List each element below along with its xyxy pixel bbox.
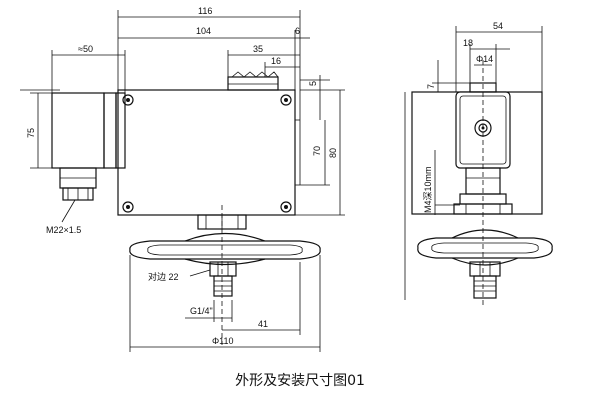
dimension-labels: 116 104 6 ≈50 35 16 5 70 80 75 M22×1.5 对… [26, 6, 503, 346]
dim-70: 70 [312, 146, 322, 156]
dim-m4: M4深10mm [423, 166, 433, 213]
dim-5: 5 [308, 81, 318, 86]
right-stem [469, 261, 501, 299]
dim-hex22: 对边 22 [148, 271, 179, 282]
main-housing [117, 71, 301, 216]
dimension-lines [30, 10, 543, 352]
dim-7: 7 [426, 84, 436, 89]
dim-110: Φ110 [212, 336, 234, 346]
dim-104: 104 [196, 26, 211, 36]
main-diaphragm [129, 232, 321, 266]
dim-phi14: Φ14 [476, 54, 493, 64]
dim-16: 16 [271, 56, 281, 66]
dim-54: 54 [493, 21, 503, 31]
dim-m22: M22×1.5 [46, 225, 81, 235]
dim-18: 18 [463, 38, 473, 48]
center-lines [20, 60, 484, 345]
dim-50: ≈50 [78, 44, 93, 54]
dim-116: 116 [198, 6, 212, 16]
right-diaphragm [417, 229, 553, 266]
dim-g14: G1/4" [190, 306, 213, 316]
drawing-caption: 外形及安装尺寸图01 [235, 373, 365, 389]
dim-35: 35 [253, 44, 263, 54]
dim-75: 75 [26, 128, 36, 138]
dim-6: 6 [295, 26, 300, 36]
dim-80: 80 [328, 148, 338, 158]
side-housing [51, 92, 126, 201]
dim-41: 41 [258, 319, 268, 329]
